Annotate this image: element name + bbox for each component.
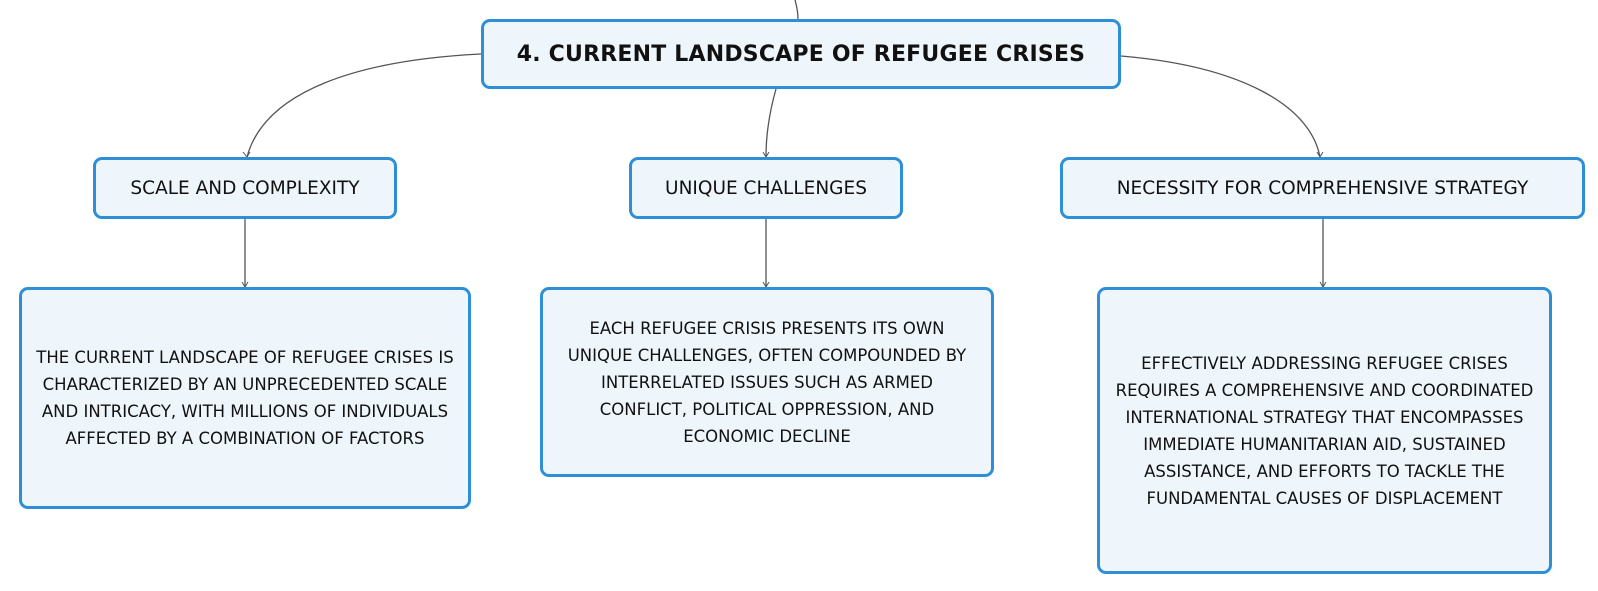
branch-label: NECESSITY FOR COMPREHENSIVE STRATEGY bbox=[1116, 177, 1529, 199]
branch-label: UNIQUE CHALLENGES bbox=[665, 177, 867, 199]
branch-label: SCALE AND COMPLEXITY bbox=[130, 177, 360, 199]
connector-parent-to-root bbox=[794, 0, 799, 20]
branch-node-unique-challenges[interactable]: UNIQUE CHALLENGES bbox=[629, 157, 903, 219]
detail-node-scale-and-complexity[interactable]: THE CURRENT LANDSCAPE OF REFUGEE CRISES … bbox=[19, 287, 471, 509]
branch-node-scale-and-complexity[interactable]: SCALE AND COMPLEXITY bbox=[93, 157, 397, 219]
connector-root-to-strategy bbox=[1120, 55, 1321, 158]
detail-node-comprehensive-strategy[interactable]: EFFECTIVELY ADDRESSING REFUGEE CRISES RE… bbox=[1097, 287, 1552, 574]
connector-root-to-challenges bbox=[765, 88, 777, 158]
detail-text: THE CURRENT LANDSCAPE OF REFUGEE CRISES … bbox=[36, 348, 454, 448]
connector-root-to-scale bbox=[246, 53, 482, 158]
branch-node-comprehensive-strategy[interactable]: NECESSITY FOR COMPREHENSIVE STRATEGY bbox=[1060, 157, 1585, 219]
root-title: 4. CURRENT LANDSCAPE OF REFUGEE CRISES bbox=[516, 41, 1086, 67]
root-node[interactable]: 4. CURRENT LANDSCAPE OF REFUGEE CRISES bbox=[481, 19, 1121, 89]
detail-text: EFFECTIVELY ADDRESSING REFUGEE CRISES RE… bbox=[1115, 353, 1534, 508]
detail-text: EACH REFUGEE CRISIS PRESENTS ITS OWN UNI… bbox=[567, 318, 967, 446]
detail-node-unique-challenges[interactable]: EACH REFUGEE CRISIS PRESENTS ITS OWN UNI… bbox=[540, 287, 994, 477]
